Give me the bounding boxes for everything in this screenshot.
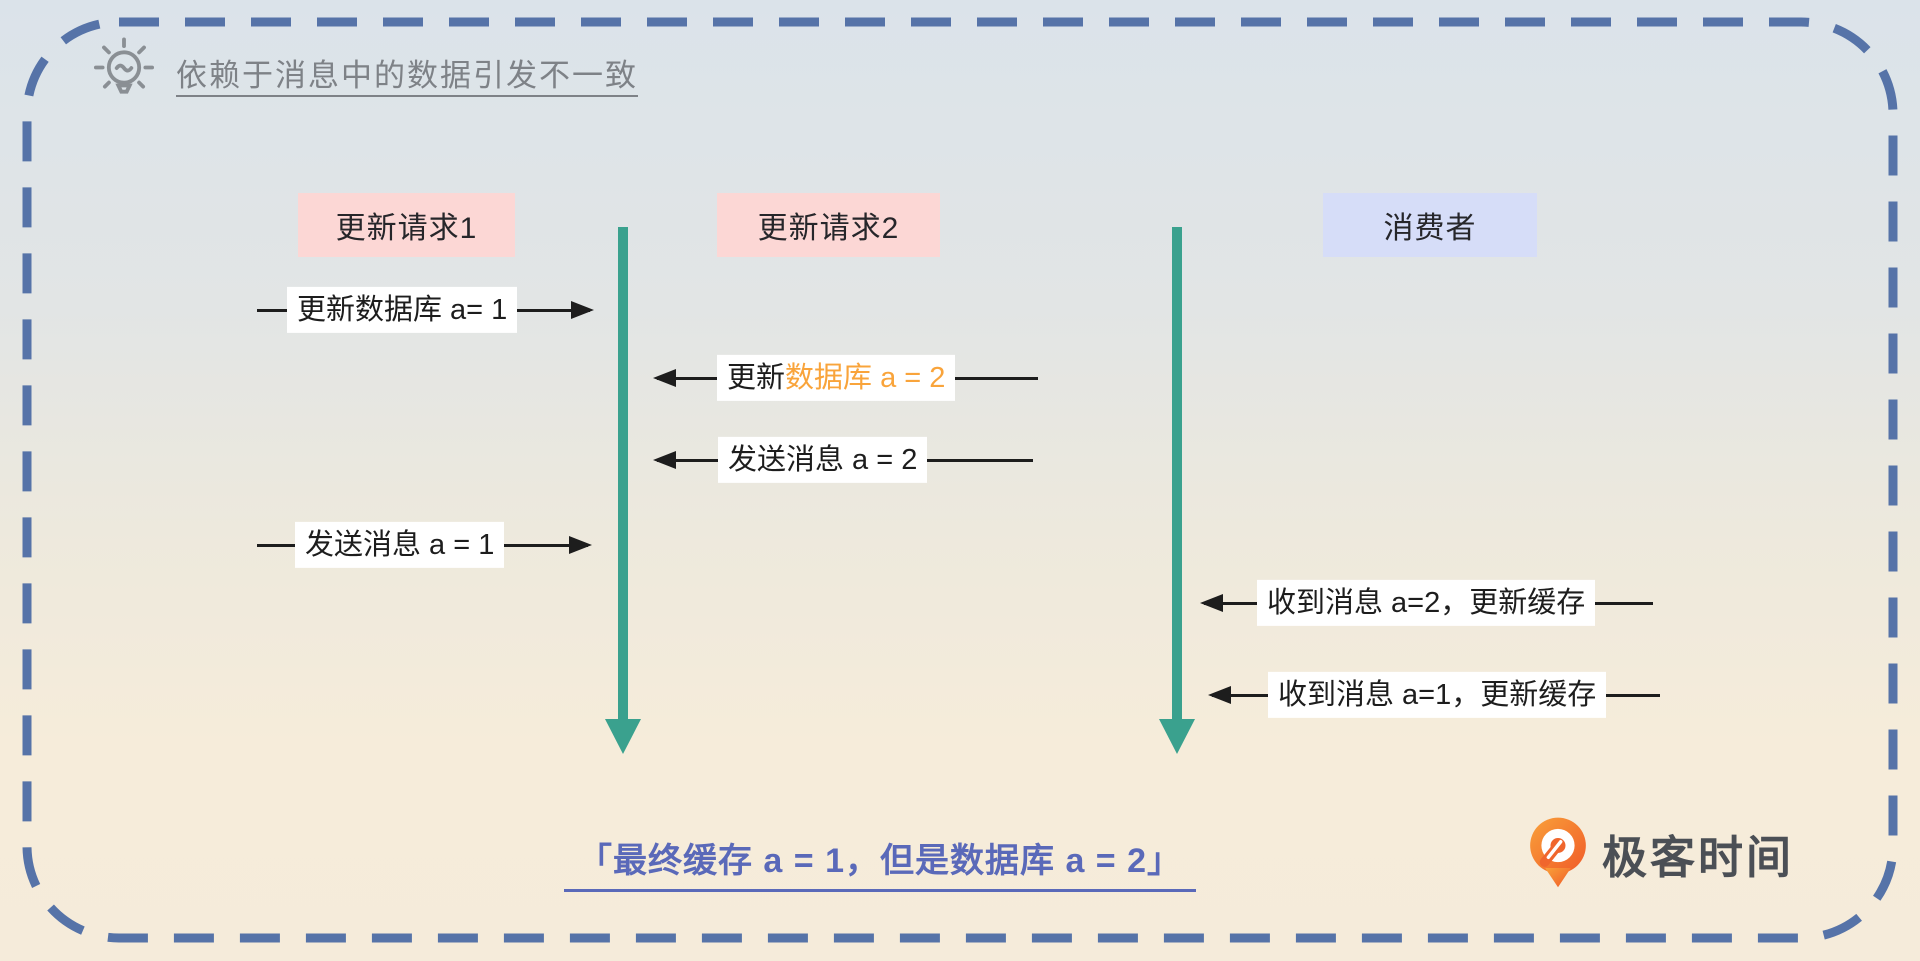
geektime-logo-text: 极客时间 (1602, 831, 1795, 883)
lane-header-request1: 更新请求1 (298, 193, 515, 257)
message-label: 更新数据库 a = 2 (717, 354, 956, 402)
geektime-logo-icon (1530, 817, 1586, 888)
message-text-highlight: 数据库 a = 2 (785, 361, 946, 394)
arrowhead-left-icon (653, 451, 676, 469)
conclusion-label: 「最终缓存 a = 1，但是数据库 a = 2」 (563, 833, 1197, 892)
message-text: 收到消息 a=1，更新缓存 (1278, 678, 1597, 711)
geektime-logo: 极客时间 (1528, 816, 1794, 890)
arrowhead-right-icon (569, 536, 592, 554)
title-row: 依赖于消息中的数据引发不一致 (88, 36, 638, 108)
message-text: 更新 (727, 361, 786, 394)
arrowhead-left-icon (653, 369, 676, 387)
timeline-line (1172, 227, 1182, 721)
arrowhead-left-icon (1200, 594, 1223, 612)
down-arrow-icon (605, 719, 641, 754)
lane-label: 消费者 (1383, 212, 1477, 245)
message-label: 收到消息 a=2，更新缓存 (1257, 579, 1596, 627)
conclusion-text: 「最终缓存 a = 1，但是数据库 a = 2」 (540, 833, 1220, 892)
arrowhead-right-icon (571, 301, 594, 319)
lightbulb-icon (93, 37, 155, 94)
message-text: 发送消息 a = 2 (728, 443, 918, 476)
timeline-right (1159, 227, 1195, 757)
lane-header-consumer: 消费者 (1323, 193, 1537, 257)
page-title: 依赖于消息中的数据引发不一致 (176, 57, 638, 93)
lane-label: 更新请求2 (757, 212, 900, 245)
message-text: 发送消息 a = 1 (305, 528, 495, 561)
message-label: 发送消息 a = 1 (295, 521, 505, 569)
message-label: 发送消息 a = 2 (718, 436, 928, 484)
timeline-left (605, 227, 641, 757)
message-text: 更新数据库 a= 1 (297, 293, 508, 326)
arrowhead-left-icon (1208, 686, 1231, 704)
lane-header-request2: 更新请求2 (717, 193, 940, 257)
timeline-line (618, 227, 628, 721)
down-arrow-icon (1159, 719, 1195, 754)
message-label: 更新数据库 a= 1 (287, 286, 518, 334)
lane-label: 更新请求1 (335, 212, 478, 245)
message-text: 收到消息 a=2，更新缓存 (1267, 586, 1586, 619)
message-label: 收到消息 a=1，更新缓存 (1268, 671, 1607, 719)
